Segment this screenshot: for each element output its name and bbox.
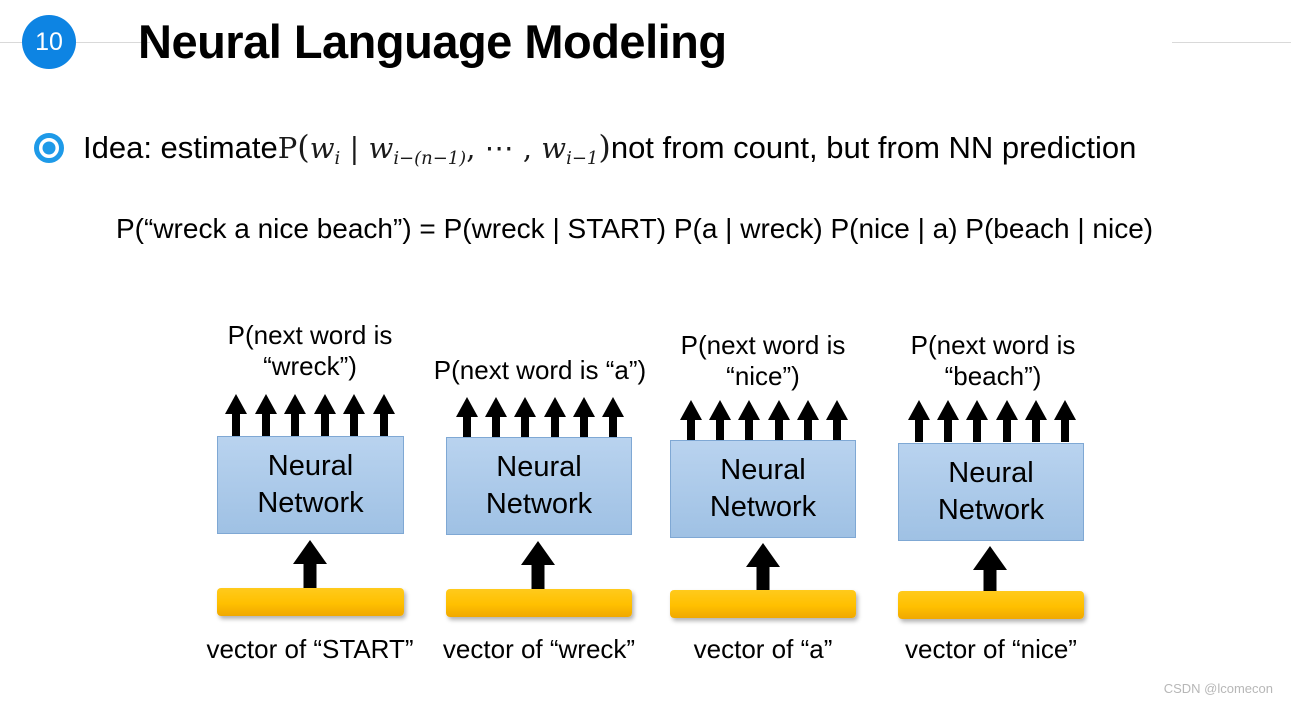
output-arrow-icon — [1024, 400, 1047, 442]
output-arrow-icon — [680, 400, 702, 442]
conditional-probability-formula: P(wi | wi−(n−1), ⋯ , wi−1) — [278, 128, 611, 169]
output-arrow-icon — [908, 400, 930, 442]
nn-box-label-line2: Network — [485, 488, 593, 520]
bullet-circle-icon — [34, 133, 64, 164]
column-caption-4: P(next word is “beach”) — [910, 330, 1076, 391]
input-vector-label-4: vector of “nice” — [905, 634, 1077, 664]
output-arrow-row-2 — [456, 397, 624, 439]
output-arrow-icon — [937, 400, 960, 442]
output-arrow-icon — [284, 394, 307, 436]
probability-decomposition: P(“wreck a nice beach”) = P(wreck | STAR… — [116, 213, 1154, 244]
output-arrow-row-4 — [908, 400, 1076, 442]
input-arrow-icon-1 — [293, 540, 327, 588]
nn-box-label-line1: Neural — [496, 450, 582, 483]
input-arrow-icon-4 — [973, 546, 1007, 594]
nn-box-label-line1: Neural — [948, 456, 1034, 489]
output-arrow-icon — [514, 397, 537, 439]
formula-w-i-subscript: i — [334, 147, 341, 169]
output-arrow-row-3 — [680, 400, 848, 442]
output-arrow-icon — [485, 397, 508, 439]
output-arrow-icon — [825, 400, 848, 442]
output-arrow-icon — [995, 400, 1018, 442]
nn-box-label-line1: Neural — [267, 449, 354, 482]
formula-w-prev-subscript: i−1 — [566, 147, 599, 169]
formula-w-prev: w — [541, 131, 567, 165]
idea-lead-text: Idea: estimate — [83, 130, 278, 166]
header-rule-right — [1172, 42, 1291, 43]
input-vector-label-3: vector of “a” — [693, 634, 833, 664]
formula-ellipsis: ⋯ — [484, 131, 514, 165]
nn-box-label-line2: Network — [937, 494, 1045, 526]
column-caption-3: P(next word is “nice”) — [680, 330, 846, 391]
neural-network-box-2: Neural Network — [446, 437, 632, 535]
output-arrow-row-1 — [225, 394, 395, 436]
formula-w-i: w — [309, 131, 335, 165]
column-caption-2: P(next word is “a”) — [433, 355, 647, 385]
output-arrow-icon — [767, 400, 790, 442]
neural-network-box-1: Neural Network — [217, 436, 404, 534]
formula-close-paren: ) — [598, 128, 611, 166]
formula-comma-1: , — [466, 131, 485, 165]
output-arrow-icon — [543, 397, 566, 439]
output-arrow-icon — [456, 397, 478, 439]
idea-bullet-row: Idea: estimate P(wi | wi−(n−1), ⋯ , wi−1… — [34, 128, 1136, 169]
output-arrow-icon — [966, 400, 989, 442]
input-vector-bar-1 — [217, 588, 404, 616]
nn-box-label-line1: Neural — [720, 453, 806, 486]
formula-w-back: w — [368, 131, 394, 165]
input-vector-label-2: vector of “wreck” — [442, 634, 636, 664]
output-arrow-icon — [225, 394, 247, 436]
output-arrow-icon — [343, 394, 366, 436]
input-vector-bar-4 — [898, 591, 1084, 619]
formula-comma-2: , — [513, 131, 542, 165]
formula-p: P — [277, 131, 298, 165]
input-vector-bar-3 — [670, 590, 856, 618]
output-arrow-icon — [254, 394, 277, 436]
output-arrow-icon — [372, 394, 395, 436]
output-arrow-icon — [709, 400, 732, 442]
nn-box-label-line2: Network — [709, 491, 817, 523]
output-arrow-icon — [572, 397, 595, 439]
idea-tail-text: not from count, but from NN prediction — [610, 130, 1137, 166]
slide-number-badge: 10 — [22, 15, 76, 69]
output-arrow-icon — [601, 397, 624, 439]
column-caption-1: P(next word is “wreck”) — [227, 320, 393, 381]
formula-conditional-bar: | — [340, 131, 369, 165]
nn-box-label-line2: Network — [257, 487, 364, 519]
page-title: Neural Language Modeling — [138, 15, 727, 68]
input-vector-bar-2 — [446, 589, 632, 617]
watermark: CSDN @lcomecon — [1163, 681, 1273, 696]
formula-open-paren: ( — [297, 128, 310, 166]
output-arrow-icon — [313, 394, 336, 436]
output-arrow-icon — [1053, 400, 1076, 442]
output-arrow-icon — [796, 400, 819, 442]
input-arrow-icon-3 — [746, 543, 780, 591]
output-arrow-icon — [738, 400, 761, 442]
neural-network-box-4: Neural Network — [898, 443, 1084, 541]
neural-network-box-3: Neural Network — [670, 440, 856, 538]
input-arrow-icon-2 — [521, 541, 555, 589]
formula-w-back-subscript: i−(n−1) — [393, 147, 467, 169]
input-vector-label-1: vector of “START” — [206, 634, 414, 664]
